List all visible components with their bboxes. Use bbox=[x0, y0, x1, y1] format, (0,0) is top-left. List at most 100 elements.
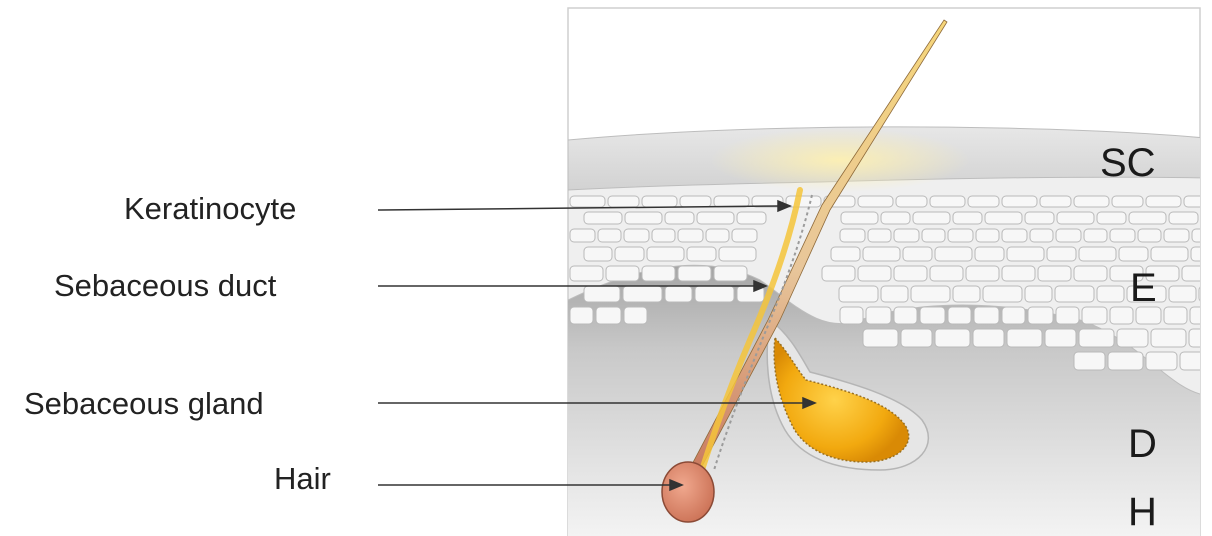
keratinocyte-cell bbox=[953, 212, 982, 224]
keratinocyte-cell bbox=[1030, 229, 1053, 242]
keratinocyte-cell bbox=[966, 266, 999, 281]
keratinocyte-cell bbox=[706, 229, 729, 242]
keratinocyte-cell bbox=[1164, 307, 1187, 324]
keratinocyte-cell bbox=[678, 229, 703, 242]
keratinocyte-cell bbox=[1146, 352, 1177, 370]
keratinocyte-cell bbox=[866, 307, 891, 324]
keratinocyte-cell bbox=[1082, 307, 1107, 324]
keratinocyte-cell bbox=[868, 229, 891, 242]
keratinocyte-cell bbox=[1146, 196, 1181, 207]
keratinocyte-cell bbox=[1180, 352, 1212, 370]
keratinocyte-cell bbox=[922, 229, 945, 242]
keratinocyte-cell bbox=[665, 212, 694, 224]
keratinocyte-cell bbox=[920, 307, 945, 324]
keratinocyte-cell bbox=[894, 229, 919, 242]
keratinocyte-cell bbox=[881, 212, 910, 224]
keratinocyte-cell bbox=[1057, 212, 1094, 224]
keratinocyte-cell bbox=[913, 212, 950, 224]
keratinocyte-cell bbox=[1025, 212, 1054, 224]
keratinocyte-cell bbox=[665, 286, 692, 302]
keratinocyte-cell bbox=[584, 212, 622, 224]
keratinocyte-cell bbox=[935, 329, 970, 347]
keratinocyte-cell bbox=[1097, 212, 1126, 224]
keratinocyte-cell bbox=[606, 266, 639, 281]
hair-bulb bbox=[662, 462, 714, 522]
layer-label-sc: SC bbox=[1100, 143, 1156, 183]
keratinocyte-cell bbox=[1169, 286, 1196, 302]
keratinocyte-cell bbox=[935, 247, 972, 261]
keratinocyte-cell bbox=[719, 247, 756, 261]
keratinocyte-cell bbox=[1190, 307, 1212, 324]
keratinocyte-cell bbox=[697, 212, 734, 224]
keratinocyte-cell bbox=[840, 307, 863, 324]
keratinocyte-cell bbox=[1040, 196, 1071, 207]
label-sebaceous-gland: Sebaceous gland bbox=[24, 388, 264, 419]
keratinocyte-cell bbox=[714, 266, 747, 281]
keratinocyte-cell bbox=[624, 307, 647, 324]
keratinocyte-cell bbox=[1191, 247, 1212, 261]
keratinocyte-cell bbox=[584, 286, 620, 302]
keratinocyte-cell bbox=[858, 196, 893, 207]
keratinocyte-cell bbox=[1079, 247, 1116, 261]
keratinocyte-cell bbox=[1151, 247, 1188, 261]
keratinocyte-cell bbox=[1007, 329, 1042, 347]
keratinocyte-cell bbox=[1117, 329, 1148, 347]
keratinocyte-cell bbox=[678, 266, 711, 281]
keratinocyte-cell bbox=[642, 196, 677, 207]
keratinocyte-cell bbox=[1056, 307, 1079, 324]
keratinocyte-cell bbox=[1028, 307, 1053, 324]
keratinocyte-cell bbox=[625, 212, 662, 224]
keratinocyte-cell bbox=[1201, 212, 1212, 224]
keratinocyte-cell bbox=[894, 266, 927, 281]
keratinocyte-cell bbox=[680, 196, 711, 207]
keratinocyte-cell bbox=[732, 229, 757, 242]
keratinocyte-cell bbox=[901, 329, 932, 347]
keratinocyte-cell bbox=[1138, 229, 1161, 242]
keratinocyte-cell bbox=[687, 247, 716, 261]
keratinocyte-cell bbox=[881, 286, 908, 302]
keratinocyte-cell bbox=[647, 247, 684, 261]
label-keratinocyte: Keratinocyte bbox=[124, 193, 296, 224]
keratinocyte-cell bbox=[1002, 196, 1037, 207]
keratinocyte-cell bbox=[1119, 247, 1148, 261]
keratinocyte-cell bbox=[1151, 329, 1186, 347]
keratinocyte-cell bbox=[570, 196, 605, 207]
keratinocyte-cell bbox=[652, 229, 675, 242]
keratinocyte-cell bbox=[584, 247, 612, 261]
keratinocyte-cell bbox=[1110, 229, 1135, 242]
keratinocyte-cell bbox=[863, 247, 900, 261]
keratinocyte-cell bbox=[695, 286, 734, 302]
keratinocyte-cell bbox=[1002, 266, 1035, 281]
keratinocyte-cell bbox=[1074, 352, 1105, 370]
keratinocyte-cell bbox=[1079, 329, 1114, 347]
keratinocyte-cell bbox=[642, 266, 675, 281]
keratinocyte-cell bbox=[1112, 196, 1143, 207]
keratinocyte-cell bbox=[1055, 286, 1094, 302]
label-sebaceous-duct: Sebaceous duct bbox=[54, 270, 276, 301]
keratinocyte-cell bbox=[737, 212, 766, 224]
keratinocyte-cell bbox=[1108, 352, 1143, 370]
keratinocyte-cell bbox=[1025, 286, 1052, 302]
keratinocyte-cell bbox=[714, 196, 749, 207]
label-hair: Hair bbox=[274, 463, 331, 494]
keratinocyte-cell bbox=[615, 247, 644, 261]
keratinocyte-cell bbox=[1164, 229, 1189, 242]
keratinocyte-cell bbox=[623, 286, 662, 302]
keratinocyte-cell bbox=[983, 286, 1022, 302]
keratinocyte-cell bbox=[1169, 212, 1198, 224]
keratinocyte-cell bbox=[570, 229, 595, 242]
keratinocyte-cell bbox=[839, 286, 878, 302]
keratinocyte-cell bbox=[948, 307, 971, 324]
layer-label-d: D bbox=[1128, 424, 1157, 464]
keratinocyte-cell bbox=[1184, 196, 1212, 207]
keratinocyte-cell bbox=[948, 229, 973, 242]
keratinocyte-cell bbox=[1084, 229, 1107, 242]
keratinocyte-cell bbox=[974, 307, 999, 324]
keratinocyte-cell bbox=[896, 196, 927, 207]
keratinocyte-cell bbox=[1056, 229, 1081, 242]
keratinocyte-cell bbox=[968, 196, 999, 207]
keratinocyte-cell bbox=[822, 266, 855, 281]
keratinocyte-cell bbox=[608, 196, 639, 207]
keratinocyte-cell bbox=[840, 229, 865, 242]
keratinocyte-cell bbox=[831, 247, 860, 261]
